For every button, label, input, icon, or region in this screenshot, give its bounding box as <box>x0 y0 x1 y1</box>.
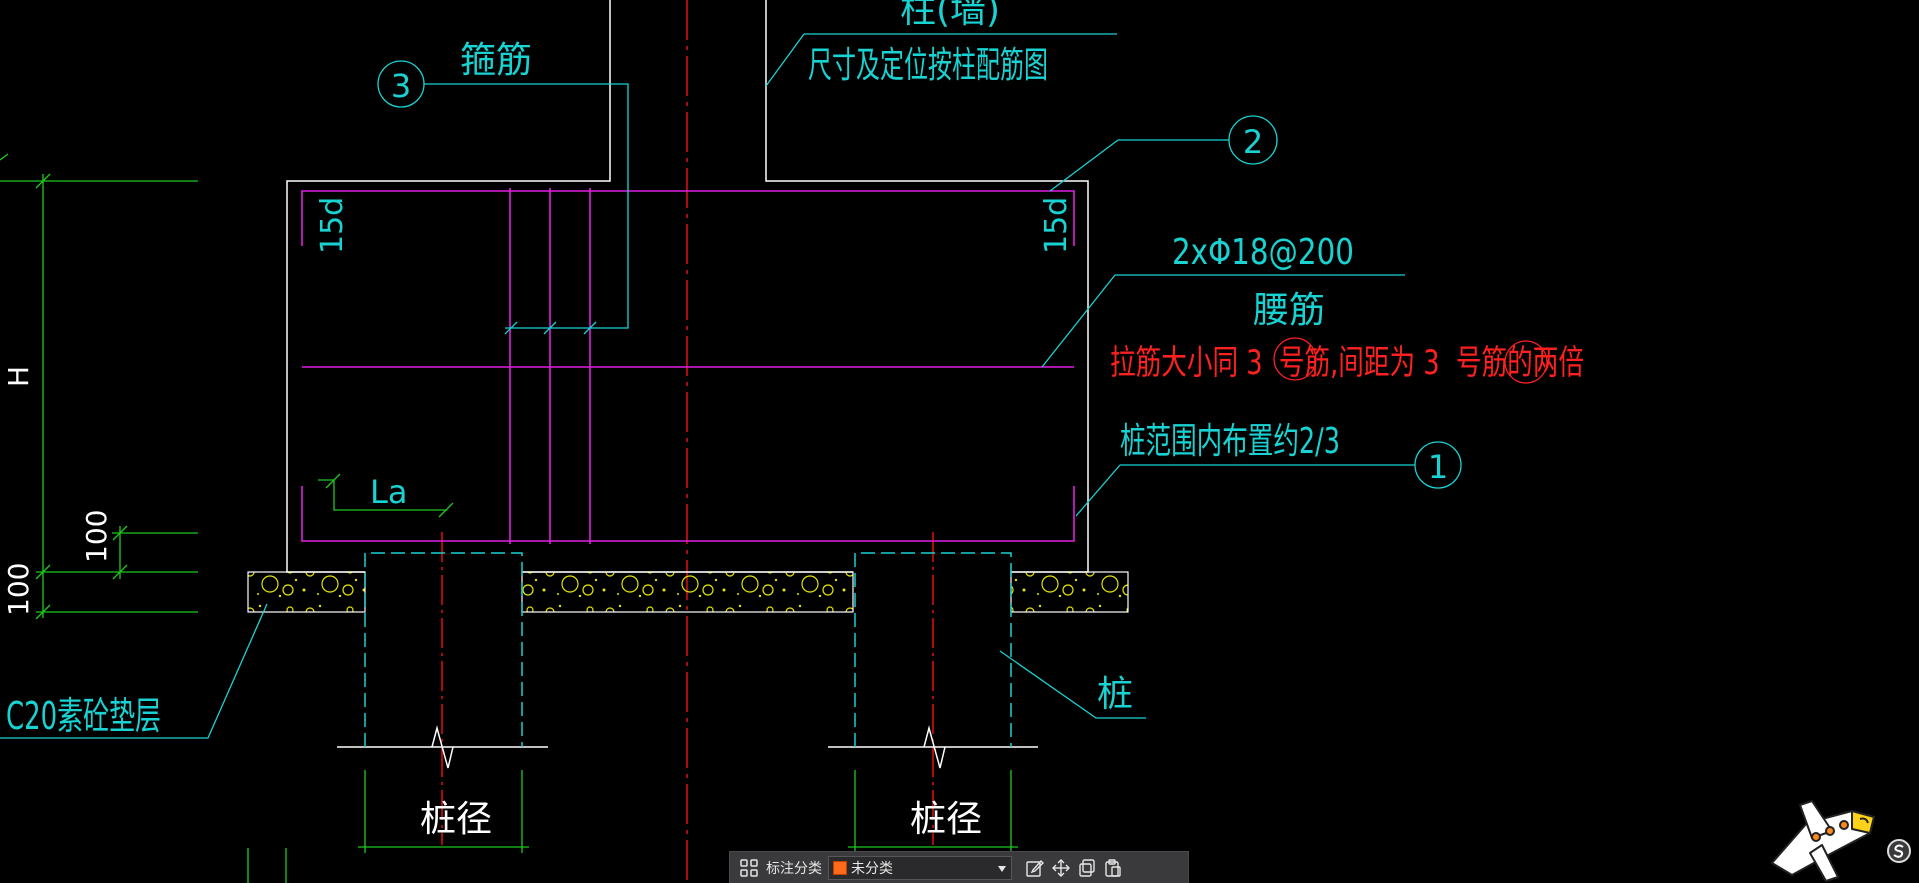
paste-icon[interactable] <box>1100 855 1126 881</box>
cushion-layer <box>247 571 1129 613</box>
pile-dia-right-label: 桩径 <box>910 799 982 840</box>
la-dim-line <box>318 479 447 511</box>
pile-range-note: 桩范围内布置约2/3 <box>1120 421 1340 462</box>
callout-2-leader <box>1049 139 1229 192</box>
grid-view-icon[interactable] <box>736 855 762 881</box>
move-icon[interactable] <box>1048 855 1074 881</box>
pile-dia-left-label: 桩径 <box>420 799 492 840</box>
dim-h-tick-mid <box>35 564 51 580</box>
top-main-bar <box>301 190 1075 246</box>
right-pile <box>854 552 1012 747</box>
height-label: H <box>2 366 35 387</box>
note-circle-2 <box>1504 340 1548 384</box>
edit-icon[interactable] <box>1022 855 1048 881</box>
waist-bar-label: 腰筋 <box>1253 290 1325 331</box>
annotation-toolbar: 标注分类 未分类 <box>729 851 1189 883</box>
callout-3-number: 3 <box>391 67 411 105</box>
category-value: 未分类 <box>851 859 893 876</box>
pile-label: 桩 <box>1097 674 1133 715</box>
dim-h-tick-top <box>35 173 51 189</box>
callout-1-leader <box>1075 464 1121 517</box>
copy-icon[interactable] <box>1074 855 1100 881</box>
column-note-leader <box>765 33 805 87</box>
cushion-label: C20素砼垫层 <box>6 694 161 738</box>
category-label: 标注分类 <box>766 859 822 876</box>
la-tick-2 <box>438 502 454 518</box>
pile-cap-outline <box>286 0 611 573</box>
column-note: 尺寸及定位按柱配筋图 <box>808 45 1048 86</box>
column-label: 柱(墙) <box>900 0 1000 31</box>
dim-100-tick-bottom <box>112 564 128 580</box>
note-circle-1 <box>1273 337 1317 381</box>
piles <box>364 552 1012 747</box>
dim-100-upper: 100 <box>80 510 113 563</box>
chevron-down-icon <box>997 860 1007 876</box>
la-tick-1 <box>325 473 341 489</box>
anchorage-label: La <box>370 473 407 511</box>
cushion-mid <box>521 571 854 613</box>
callout-2-number: 2 <box>1243 123 1263 161</box>
note-circles <box>1273 337 1548 384</box>
bottom-main-bar <box>301 486 1075 542</box>
airplane-mascot-icon[interactable] <box>1752 793 1892 883</box>
tie-bar-note: 拉筋大小同 3 号筋,间距为 3 号筋的两倍 <box>1110 343 1584 383</box>
anchor-15d-right: 15d <box>1039 197 1074 254</box>
dim-corner-tick <box>0 153 9 161</box>
stirrup-tick-1 <box>504 321 518 335</box>
waist-bar-spec: 2xΦ18@200 <box>1172 232 1354 273</box>
category-select[interactable]: 未分类 <box>828 855 1012 880</box>
dimensions <box>0 153 1018 883</box>
dim-100-lower: 100 <box>2 563 35 616</box>
rebar <box>301 188 1075 544</box>
dim-100-tick-top <box>112 525 128 541</box>
dim-h-tick-bottom <box>35 604 51 620</box>
stirrup-leader <box>424 83 629 329</box>
centerlines <box>441 0 934 883</box>
callout-1-circle <box>1414 441 1462 489</box>
stirrup-tick-2 <box>543 321 557 335</box>
cushion-left <box>247 571 366 613</box>
service-badge-icon[interactable] <box>1886 838 1912 864</box>
left-pile <box>364 552 523 747</box>
right-pile-break-symbol <box>923 725 946 769</box>
pile-leader <box>999 650 1146 719</box>
drawing-texts: 柱(墙) 尺寸及定位按柱配筋图 箍筋 3 2 1 15d 15d 2xΦ18@2… <box>2 0 1584 840</box>
waist-leader <box>1041 274 1116 368</box>
callout-1-number: 1 <box>1428 448 1448 486</box>
stirrup-label: 箍筋 <box>460 40 532 81</box>
cushion-leader <box>0 603 268 739</box>
cushion-right <box>1010 571 1129 613</box>
leaders <box>0 33 1462 739</box>
stirrup-tick-3 <box>583 321 597 335</box>
left-pile-break-symbol <box>431 725 454 769</box>
category-color-swatch <box>833 860 847 875</box>
anchor-15d-left: 15d <box>315 197 350 254</box>
